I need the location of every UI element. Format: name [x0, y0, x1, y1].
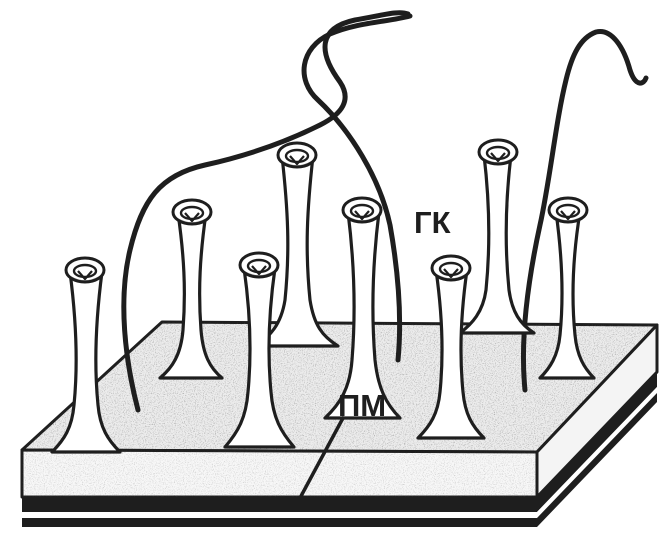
- base-layer-dark: [22, 497, 537, 512]
- slab-front-texture: [22, 450, 537, 497]
- base-layer-bottom: [22, 518, 537, 527]
- pillar: [460, 140, 534, 333]
- membrane-label: ПМ: [338, 388, 386, 423]
- base-layer-white: [22, 512, 537, 518]
- fiber-label: ГК: [414, 205, 451, 240]
